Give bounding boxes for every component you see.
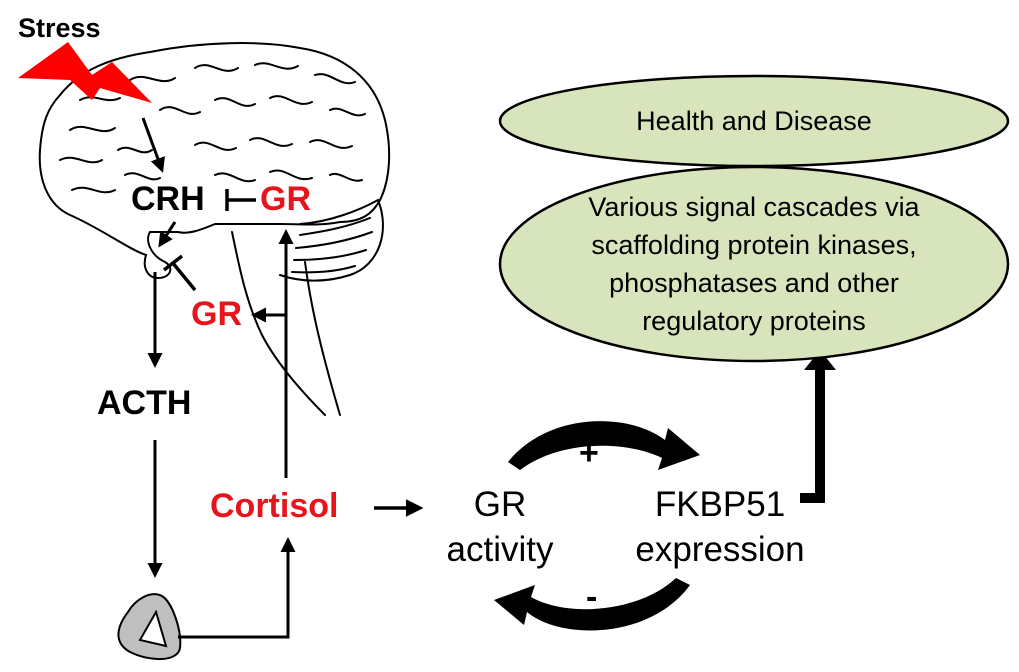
gr-activity-line2: activity <box>446 530 554 569</box>
stress-to-crh-arrow <box>141 117 165 173</box>
lightning-bolt-icon <box>18 42 152 103</box>
health-disease-text: Health and Disease <box>636 106 872 136</box>
cascades-line-4: regulatory proteins <box>642 306 866 336</box>
fkbp51-line1: FKBP51 <box>654 485 786 524</box>
pituitary-gr-label: GR <box>191 295 242 333</box>
signal-cascades-text: Various signal cascades via scaffolding … <box>540 188 968 340</box>
minus-sign: - <box>586 578 598 616</box>
adrenal-to-cortisol-arrow <box>178 537 296 639</box>
brain-outline <box>38 42 391 416</box>
brain-gr-label: GR <box>260 180 311 218</box>
plus-sign: + <box>579 434 599 472</box>
acth-label: ACTH <box>97 384 192 422</box>
cascades-line-1: Various signal cascades via <box>588 192 920 222</box>
pituitary-gr-inhibition-bar <box>162 254 184 272</box>
crh-label: CRH <box>131 180 205 218</box>
positive-feedback-arrow <box>508 421 700 470</box>
negative-feedback-arrow <box>494 578 690 631</box>
gr-activity-label: GR activity <box>420 482 580 572</box>
pituitary-gr-inhibition-line <box>170 260 197 292</box>
gr-activity-line1: GR <box>473 485 527 524</box>
fkbp51-to-cascades-arrow <box>800 368 825 503</box>
stress-label: Stress <box>18 13 101 43</box>
fkbp51-line2: expression <box>635 530 805 569</box>
cascades-line-2: scaffolding protein kinases, <box>591 230 917 260</box>
fkbp51-expression-label: FKBP51 expression <box>610 482 830 572</box>
signal-cascades-ellipse <box>498 165 1010 363</box>
cascades-line-3: phosphatases and other <box>609 268 899 298</box>
cortisol-label: Cortisol <box>210 487 339 525</box>
crh-to-pituitary-arrow <box>158 221 177 248</box>
